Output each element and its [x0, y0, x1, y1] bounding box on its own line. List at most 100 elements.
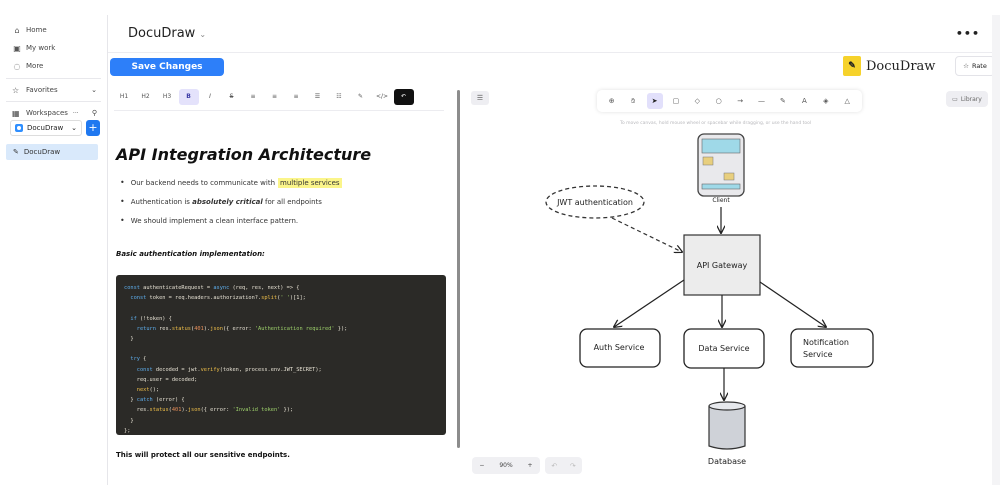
auth-service-box[interactable]: [579, 328, 661, 368]
code-line: if (!token) {: [130, 315, 172, 322]
strikethrough-button[interactable]: S: [229, 93, 234, 100]
more-icon[interactable]: ···: [72, 109, 79, 117]
add-workspace-button[interactable]: +: [86, 120, 100, 136]
notification-service-label-line2: Service: [803, 350, 833, 359]
more-circle-icon: ◌: [13, 61, 21, 71]
code-line: };: [124, 427, 131, 434]
code-line: const decoded = jwt.verify(token, proces…: [136, 366, 322, 373]
jwt-note-label: JWT authentication: [556, 198, 633, 207]
canvas-hint: To move canvas, hold mouse wheel or spac…: [620, 121, 812, 126]
rate-button[interactable]: ☆Rate: [955, 56, 995, 76]
pencil-tool-icon[interactable]: ✎: [780, 97, 786, 105]
align-left-button[interactable]: ≡: [250, 93, 256, 100]
code-line: const token = req.headers.authorization?…: [130, 295, 306, 302]
text-tool-icon[interactable]: A: [801, 97, 807, 105]
highlight-button[interactable]: ✎: [357, 93, 364, 100]
hand-tool-icon[interactable]: ✋︎: [631, 97, 636, 105]
code-button[interactable]: </>: [375, 93, 389, 100]
library-button[interactable]: ▭Library: [946, 91, 988, 107]
canvas-menu-button[interactable]: ☰: [471, 91, 489, 105]
heading3-button[interactable]: H3: [162, 93, 172, 100]
workspace-name: DocuDraw: [27, 124, 64, 132]
calendar-icon: ▣: [13, 43, 21, 53]
star-icon: ☆: [12, 85, 20, 95]
undo-canvas-button[interactable]: ↶: [551, 461, 558, 470]
jwt-note-shape[interactable]: [545, 185, 645, 219]
code-block: const authenticateRequest = async (req, …: [116, 275, 446, 435]
workspace-icon: [15, 124, 23, 132]
workspace-select[interactable]: DocuDraw ⌄: [10, 120, 82, 136]
code-line: [124, 344, 438, 354]
diamond-tool-icon[interactable]: ◇: [694, 97, 701, 105]
code-line: [124, 303, 438, 313]
code-line: }: [124, 336, 134, 343]
zoom-level[interactable]: 90%: [499, 462, 513, 469]
sidebar-item-more[interactable]: ◌More: [0, 57, 107, 75]
client-label: Client: [712, 197, 730, 204]
code-line: } catch (error) {: [124, 397, 185, 404]
architecture-diagram: Client JWT authentication API Gateway Au…: [545, 133, 874, 466]
client-device[interactable]: [697, 133, 745, 197]
brand-name: DocuDraw: [866, 58, 936, 74]
line-tool-icon[interactable]: —: [758, 97, 766, 105]
undo-button[interactable]: ↶: [393, 89, 414, 105]
bullet-text: We should implement a clean interface pa…: [130, 216, 299, 225]
arrow-tool-icon[interactable]: →: [737, 97, 744, 105]
rectangle-tool-icon[interactable]: ▢: [672, 97, 680, 105]
brand-logo: ✎: [843, 56, 861, 76]
zoom-controls: − 90% +: [472, 457, 540, 474]
align-center-button[interactable]: ≡: [271, 93, 278, 100]
align-right-button[interactable]: ≡: [293, 93, 299, 100]
database-cylinder[interactable]: [708, 401, 746, 450]
board-title-text: DocuDraw: [128, 26, 196, 41]
select-tool-icon[interactable]: ➤: [646, 93, 663, 109]
pencil-icon: ✎: [13, 148, 19, 156]
doc-item-label: DocuDraw: [23, 148, 61, 156]
chevron-down-icon: ⌄: [199, 30, 207, 39]
board-title[interactable]: DocuDraw⌄: [128, 26, 206, 41]
list-item: Our backend needs to communicate withmul…: [120, 173, 342, 192]
heading2-button[interactable]: H2: [141, 93, 150, 100]
bold-button[interactable]: B: [178, 89, 199, 105]
notification-service-label-line1: Notification: [803, 338, 849, 347]
api-gateway-label: API Gateway: [697, 261, 748, 270]
bullet-list-button[interactable]: ☰: [314, 93, 321, 100]
format-toolbar: H1 H2 H3 B I S ≡ ≡ ≡ ☰ ☷ ✎ </> ↶: [114, 88, 444, 106]
zoom-out-button[interactable]: −: [479, 462, 485, 469]
search-icon[interactable]: ⚲: [91, 109, 97, 117]
rate-label: Rate: [971, 62, 987, 70]
code-line: const authenticateRequest = async (req, …: [124, 285, 300, 291]
sidebar-doc-item[interactable]: ✎ DocuDraw: [6, 144, 98, 160]
more-options-button[interactable]: •••: [955, 27, 980, 40]
favorites-toggle[interactable]: ☆Favorites⌄: [0, 82, 107, 98]
sidebar-item-label: My work: [26, 44, 56, 52]
notification-service-box[interactable]: [790, 328, 874, 368]
workspaces-label: Workspaces: [26, 109, 68, 117]
sidebar-item-home[interactable]: ⌂ Home: [0, 21, 107, 39]
heading1-button[interactable]: H1: [119, 93, 129, 100]
zoom-in-button[interactable]: +: [527, 462, 533, 469]
drawing-toolbar: ⊕ ✋︎ ➤ ▢ ◇ ○ → — ✎ A ◈ △: [597, 90, 862, 112]
redo-canvas-button[interactable]: ↷: [569, 461, 576, 470]
ellipse-tool-icon[interactable]: ○: [715, 97, 722, 105]
sidebar-item-label: Home: [26, 26, 47, 34]
shapes-library-icon[interactable]: △: [844, 97, 850, 105]
italic-button[interactable]: I: [209, 93, 211, 100]
page-scrollbar[interactable]: [992, 15, 1000, 485]
sidebar-item-my-work[interactable]: ▣ My work: [0, 39, 107, 57]
bullet-text: for all endpoints: [262, 197, 322, 206]
lock-icon[interactable]: ⊕: [608, 97, 615, 105]
home-icon: ⌂: [14, 25, 20, 35]
editor-scrollbar[interactable]: [457, 90, 460, 448]
divider: [6, 78, 101, 79]
sidebar: ⌂Home ▣My work ◌More ☆Favorites⌄ ▦Worksp…: [0, 15, 107, 118]
divider: [6, 101, 101, 102]
numbered-list-button[interactable]: ☷: [336, 93, 342, 100]
chevron-down-icon: ⌄: [91, 86, 97, 94]
code-line: try {: [130, 356, 147, 363]
code-line: return res.status(401).json({ error: 'Au…: [136, 325, 348, 332]
eraser-tool-icon[interactable]: ◈: [823, 97, 829, 105]
save-changes-button[interactable]: Save Changes: [110, 58, 224, 76]
chevron-down-icon: ⌄: [71, 124, 77, 132]
code-line: next();: [136, 387, 160, 394]
